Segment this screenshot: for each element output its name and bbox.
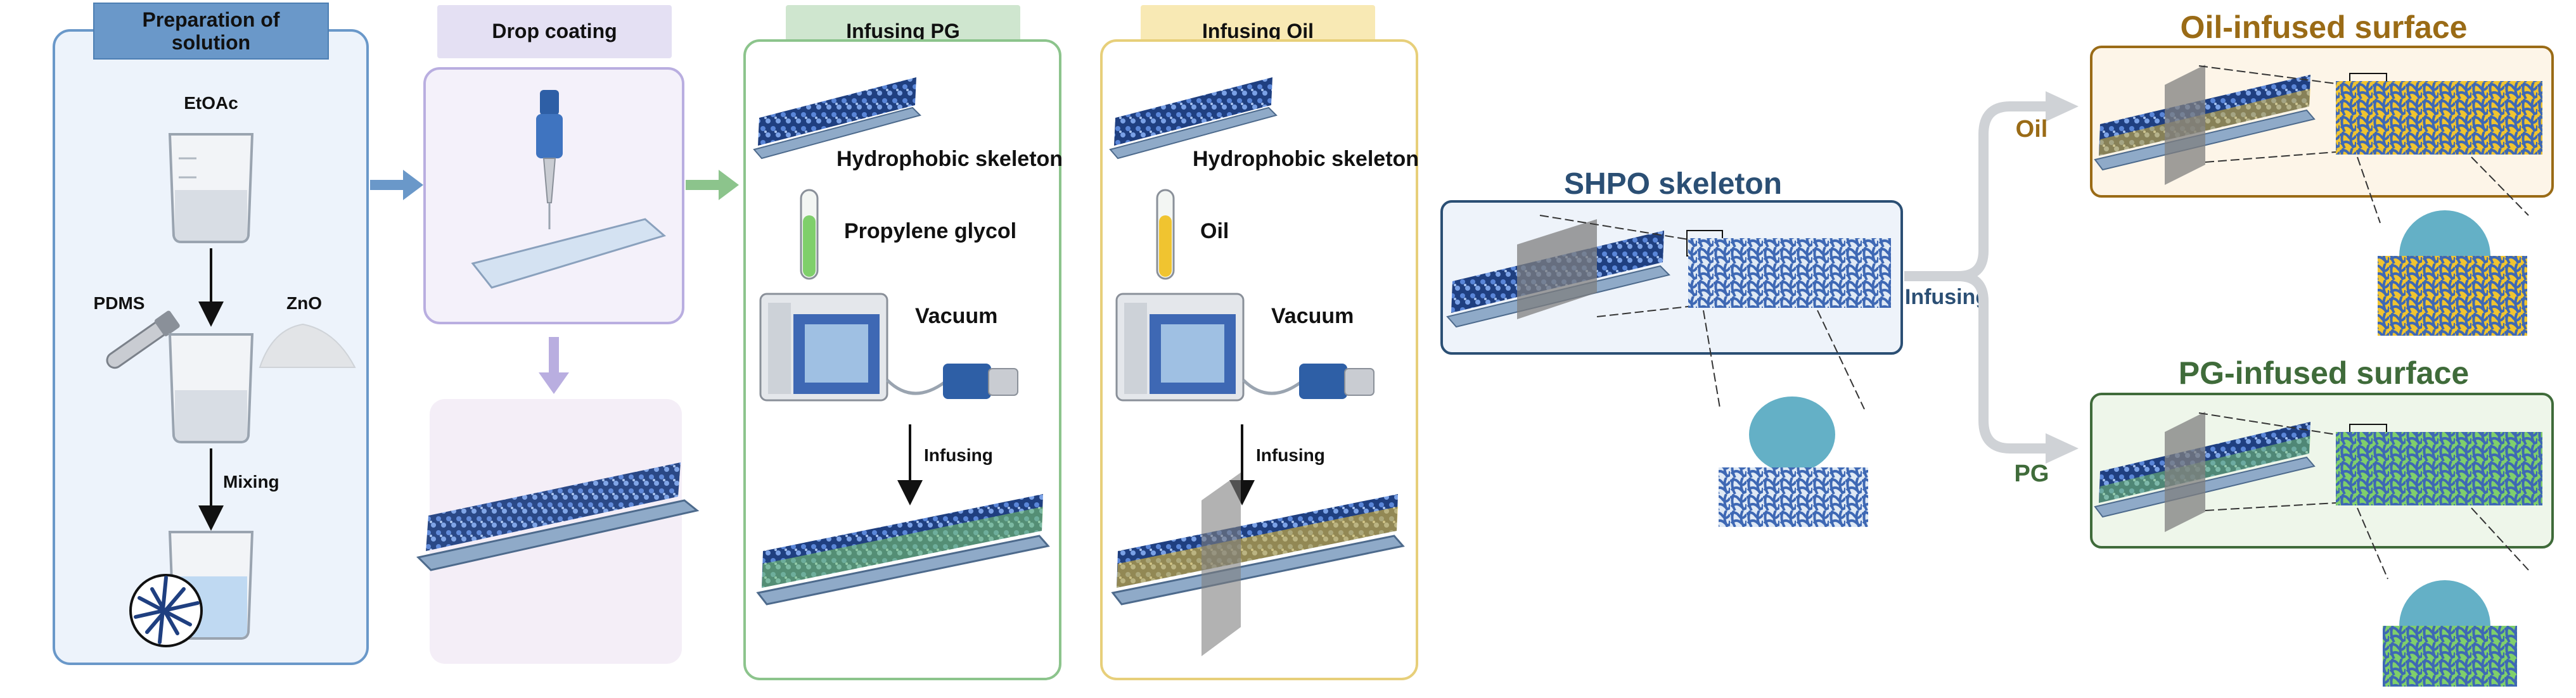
- pdms-tube-icon: [106, 310, 180, 369]
- panel-preparation-title-line2: solution: [172, 31, 250, 54]
- pg-surface-structure: [2383, 626, 2517, 687]
- label-infusing: Infusing: [1256, 445, 1325, 465]
- zoom-guide: [1703, 310, 1721, 409]
- cross-section-plane: [2165, 412, 2205, 532]
- label-oil: Oil: [1200, 219, 1229, 243]
- coated-substrate: [416, 462, 700, 571]
- branch-path: [1958, 271, 2051, 454]
- label-branch-infusing: Infusing: [1905, 285, 1989, 309]
- skeleton-structure: [1688, 238, 1891, 308]
- vacuum-pump-icon: [1299, 364, 1375, 399]
- cross-section-plane: [1201, 473, 1241, 656]
- droplet-icon: [1749, 397, 1835, 473]
- zoom-guide: [2198, 65, 2336, 84]
- pg-tube-icon: [800, 189, 819, 280]
- zoom-guide: [1596, 306, 1689, 317]
- pg-infused-substrate: [756, 494, 1050, 606]
- panel-pg-title: Infusing PG: [846, 20, 960, 42]
- panel-infusing-pg: Infusing PG Hydrophobic skeleton Propyle…: [743, 5, 1063, 680]
- oil-surface-title: Oil-infused surface: [2181, 10, 2468, 45]
- droplet-icon: [2399, 210, 2490, 256]
- branch-arrowhead: [2046, 91, 2079, 122]
- flow-arrow-down: [539, 337, 569, 394]
- panel-drop-coating: Drop coating: [416, 5, 700, 664]
- label-mixing: Mixing: [223, 472, 279, 492]
- flow-arrow-2: [686, 170, 739, 200]
- skeleton-substrate: [753, 77, 921, 160]
- label-etoac: EtOAc: [184, 93, 238, 113]
- label-branch-oil: Oil: [2016, 116, 2048, 143]
- panel-preparation-title-line1: Preparation of: [143, 8, 280, 31]
- pg-surface-title: PG-infused surface: [2179, 355, 2469, 391]
- oil-surface-structure: [2336, 81, 2542, 155]
- panel-preparation: Preparation of solution EtOAc PDMS ZnO M…: [53, 3, 369, 665]
- label-zno: ZnO: [286, 293, 322, 313]
- skeleton-substrate: [1109, 77, 1278, 160]
- vacuum-hose: [886, 379, 945, 395]
- oil-surface-structure: [2378, 256, 2527, 336]
- beaker-icon: [168, 333, 254, 443]
- label-propylene-glycol: Propylene glycol: [844, 219, 1016, 243]
- zoom-guide: [2471, 156, 2529, 216]
- glass-slide: [471, 218, 667, 289]
- pipette-icon: [536, 90, 563, 229]
- zoom-guide: [1817, 310, 1865, 410]
- oil-tube-icon: [1156, 189, 1175, 280]
- pg-infused-section: PG-infused surface: [2090, 355, 2554, 687]
- label-pdms: PDMS: [94, 293, 145, 313]
- label-branch-pg: PG: [2015, 460, 2049, 487]
- zoom-network-icon: [129, 574, 203, 647]
- pg-surface-structure: [2336, 432, 2542, 505]
- shpo-section: SHPO skeleton: [1440, 167, 1903, 527]
- label-vacuum: Vacuum: [915, 304, 997, 328]
- zno-powder-icon: [259, 323, 356, 368]
- vacuum-oven-icon: [759, 293, 888, 402]
- label-hydrophobic-skeleton: Hydrophobic skeleton: [1193, 147, 1419, 171]
- oil-infused-section: Oil-infused surface: [2090, 10, 2554, 336]
- cross-section-plane: [2165, 65, 2205, 185]
- label-infusing: Infusing: [924, 445, 993, 465]
- label-vacuum: Vacuum: [1271, 304, 1354, 328]
- vacuum-oven-icon: [1115, 293, 1245, 402]
- vacuum-hose: [1242, 379, 1302, 395]
- panel-preparation-title-box: [93, 3, 329, 60]
- panel-infusing-oil: Infusing Oil Hydrophobic skeleton Oil Va…: [1100, 5, 1419, 680]
- zoom-guide: [2205, 502, 2336, 511]
- cross-section-plane: [1517, 219, 1597, 319]
- branch-arrowhead: [2046, 433, 2079, 464]
- zoom-guide: [2205, 151, 2336, 163]
- zoom-guide: [2357, 507, 2388, 580]
- branch-arrows: Infusing Oil PG: [1904, 91, 2079, 487]
- beaker-icon: [168, 133, 254, 243]
- skeleton-structure: [1719, 467, 1868, 527]
- panel-drop-title: Drop coating: [492, 20, 617, 42]
- panel-oil-title: Infusing Oil: [1202, 20, 1314, 42]
- zoom-guide: [2357, 156, 2381, 224]
- oil-infused-substrate: [1111, 473, 1405, 656]
- panel-drop-title-box: [437, 5, 672, 58]
- flow-arrow-1: [370, 170, 423, 200]
- shpo-title: SHPO skeleton: [1564, 167, 1782, 201]
- zoom-guide: [2198, 412, 2336, 435]
- zoom-guide: [2471, 507, 2529, 571]
- vacuum-pump-icon: [943, 364, 1018, 399]
- label-hydrophobic-skeleton: Hydrophobic skeleton: [836, 147, 1063, 171]
- droplet-icon: [2399, 580, 2490, 626]
